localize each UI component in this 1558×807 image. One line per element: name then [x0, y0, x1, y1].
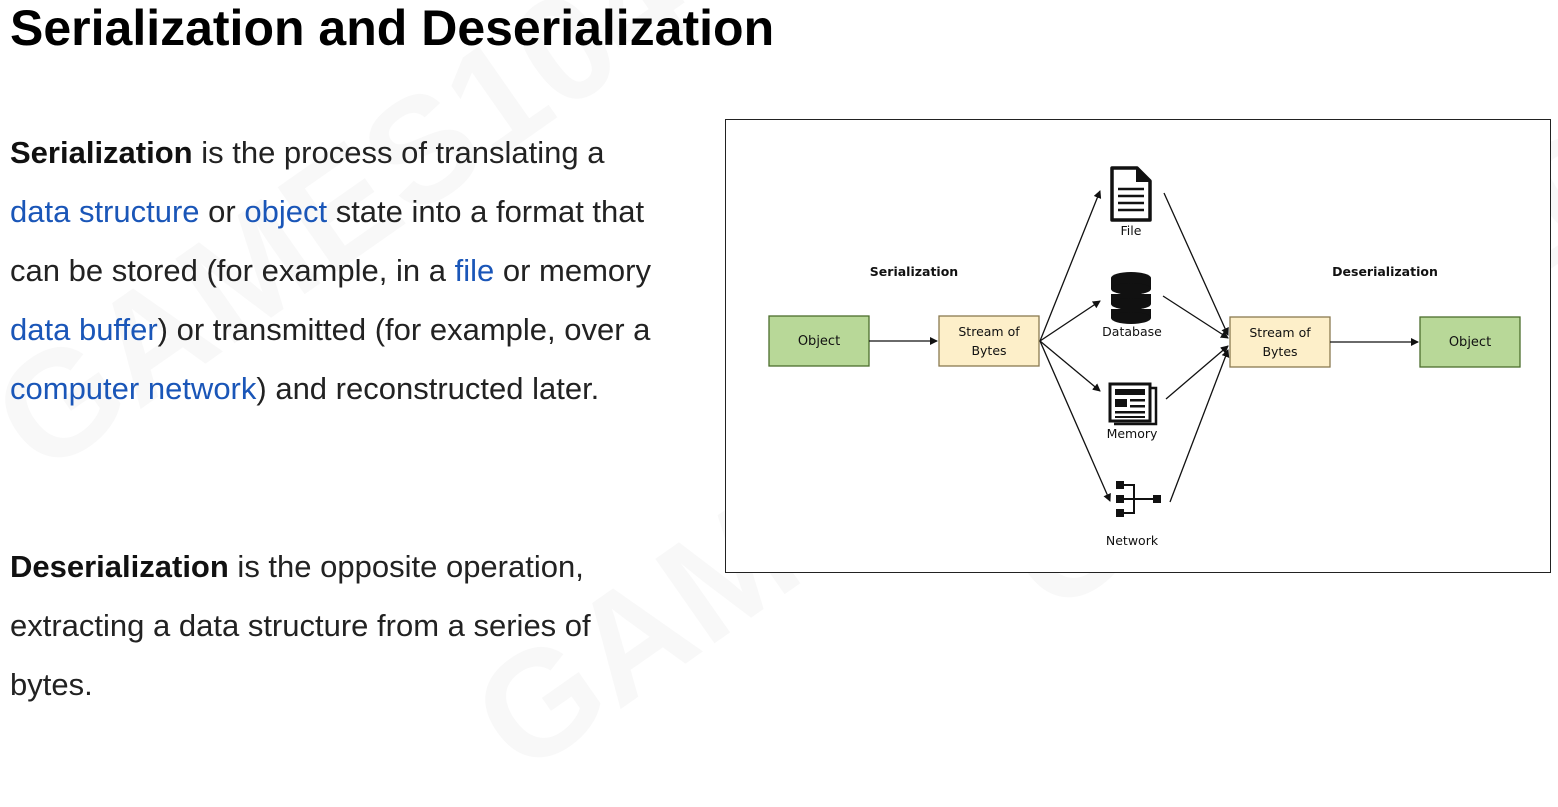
- arrow-network-to-stream: [1169, 349, 1230, 503]
- serialization-label: Serialization: [870, 264, 958, 279]
- paragraph-text: ) or transmitted (for example, over a: [157, 312, 651, 347]
- diagram-canvas: Serialization Deserialization Object Str…: [768, 166, 1521, 548]
- paragraph-text: ) and reconstructed later.: [256, 371, 600, 406]
- object-link[interactable]: object: [244, 194, 328, 229]
- serialization-term: Serialization: [10, 135, 193, 170]
- paragraph-text: or: [199, 194, 245, 229]
- file-icon: [1110, 166, 1152, 222]
- left-stream-label-line1: Stream of: [958, 324, 1020, 339]
- data-structure-link[interactable]: data structure: [10, 194, 200, 229]
- arrow-memory-to-stream: [1165, 345, 1229, 400]
- paragraph-text: or memory: [494, 253, 651, 288]
- deserialization-paragraph: Deserialization is the opposite operatio…: [10, 537, 670, 714]
- left-stream-label-line2: Bytes: [971, 343, 1006, 358]
- file-label: File: [1121, 223, 1142, 238]
- database-label: Database: [1102, 324, 1162, 339]
- arrow-stream-to-database: [1039, 300, 1101, 342]
- right-object-box: [1419, 316, 1521, 368]
- serialization-paragraph: Serialization is the process of translat…: [10, 123, 670, 418]
- paragraph-text: is the process of translating a: [192, 135, 605, 170]
- network-label: Network: [1106, 533, 1159, 548]
- arrow-stream-to-memory: [1039, 340, 1101, 392]
- memory-icon: [1108, 382, 1158, 426]
- left-stream-box: [938, 315, 1040, 367]
- right-stream-box: [1229, 316, 1331, 368]
- arrow-file-to-stream: [1163, 192, 1229, 336]
- serialization-diagram: Serialization Deserialization Object Str…: [725, 119, 1551, 573]
- arrow-database-to-stream: [1162, 295, 1229, 339]
- file-link[interactable]: file: [454, 253, 495, 288]
- page-title: Serialization and Deserialization: [10, 0, 775, 56]
- arrow-stream-to-file: [1039, 190, 1102, 342]
- memory-label: Memory: [1107, 426, 1158, 441]
- left-object-box: [768, 315, 870, 367]
- right-stream-label-line2: Bytes: [1262, 344, 1297, 359]
- right-object-label: Object: [1449, 335, 1491, 350]
- deserialization-term: Deserialization: [10, 549, 229, 584]
- network-icon: [1116, 481, 1161, 517]
- right-stream-label-line1: Stream of: [1249, 325, 1311, 340]
- paragraph-text: is the opposite operation, extracting a …: [10, 549, 591, 702]
- paragraph-text: state into a format that can be stored (…: [10, 194, 645, 288]
- deserialization-label: Deserialization: [1332, 264, 1438, 279]
- computer-network-link[interactable]: computer network: [10, 371, 257, 406]
- data-buffer-link[interactable]: data buffer: [10, 312, 158, 347]
- database-icon: [1110, 272, 1152, 324]
- arrow-stream-to-network: [1039, 340, 1111, 502]
- left-object-label: Object: [798, 334, 840, 349]
